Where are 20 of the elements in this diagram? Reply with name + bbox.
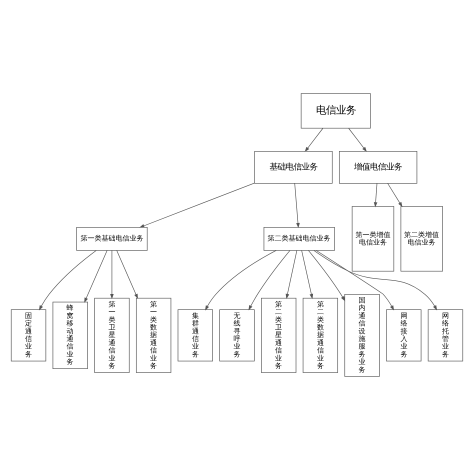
arrow	[116, 250, 138, 300]
arrow	[84, 250, 108, 303]
arrow	[387, 183, 402, 208]
arrow	[248, 250, 290, 310]
arrow	[204, 250, 276, 311]
arrow	[294, 183, 300, 228]
arrow	[348, 128, 367, 152]
arrow	[316, 250, 394, 311]
arrow	[308, 250, 346, 302]
arrow	[139, 182, 255, 228]
arrow	[110, 250, 114, 300]
node-box: 增值电信业务	[338, 150, 418, 184]
arrow	[304, 128, 324, 152]
node-box: 基础电信业务	[254, 150, 333, 184]
node-box: 电信业务	[300, 93, 371, 129]
arrow	[301, 250, 314, 300]
arrow	[314, 250, 438, 310]
arrow	[286, 250, 298, 300]
arrow	[374, 183, 378, 208]
arrow	[38, 250, 97, 311]
